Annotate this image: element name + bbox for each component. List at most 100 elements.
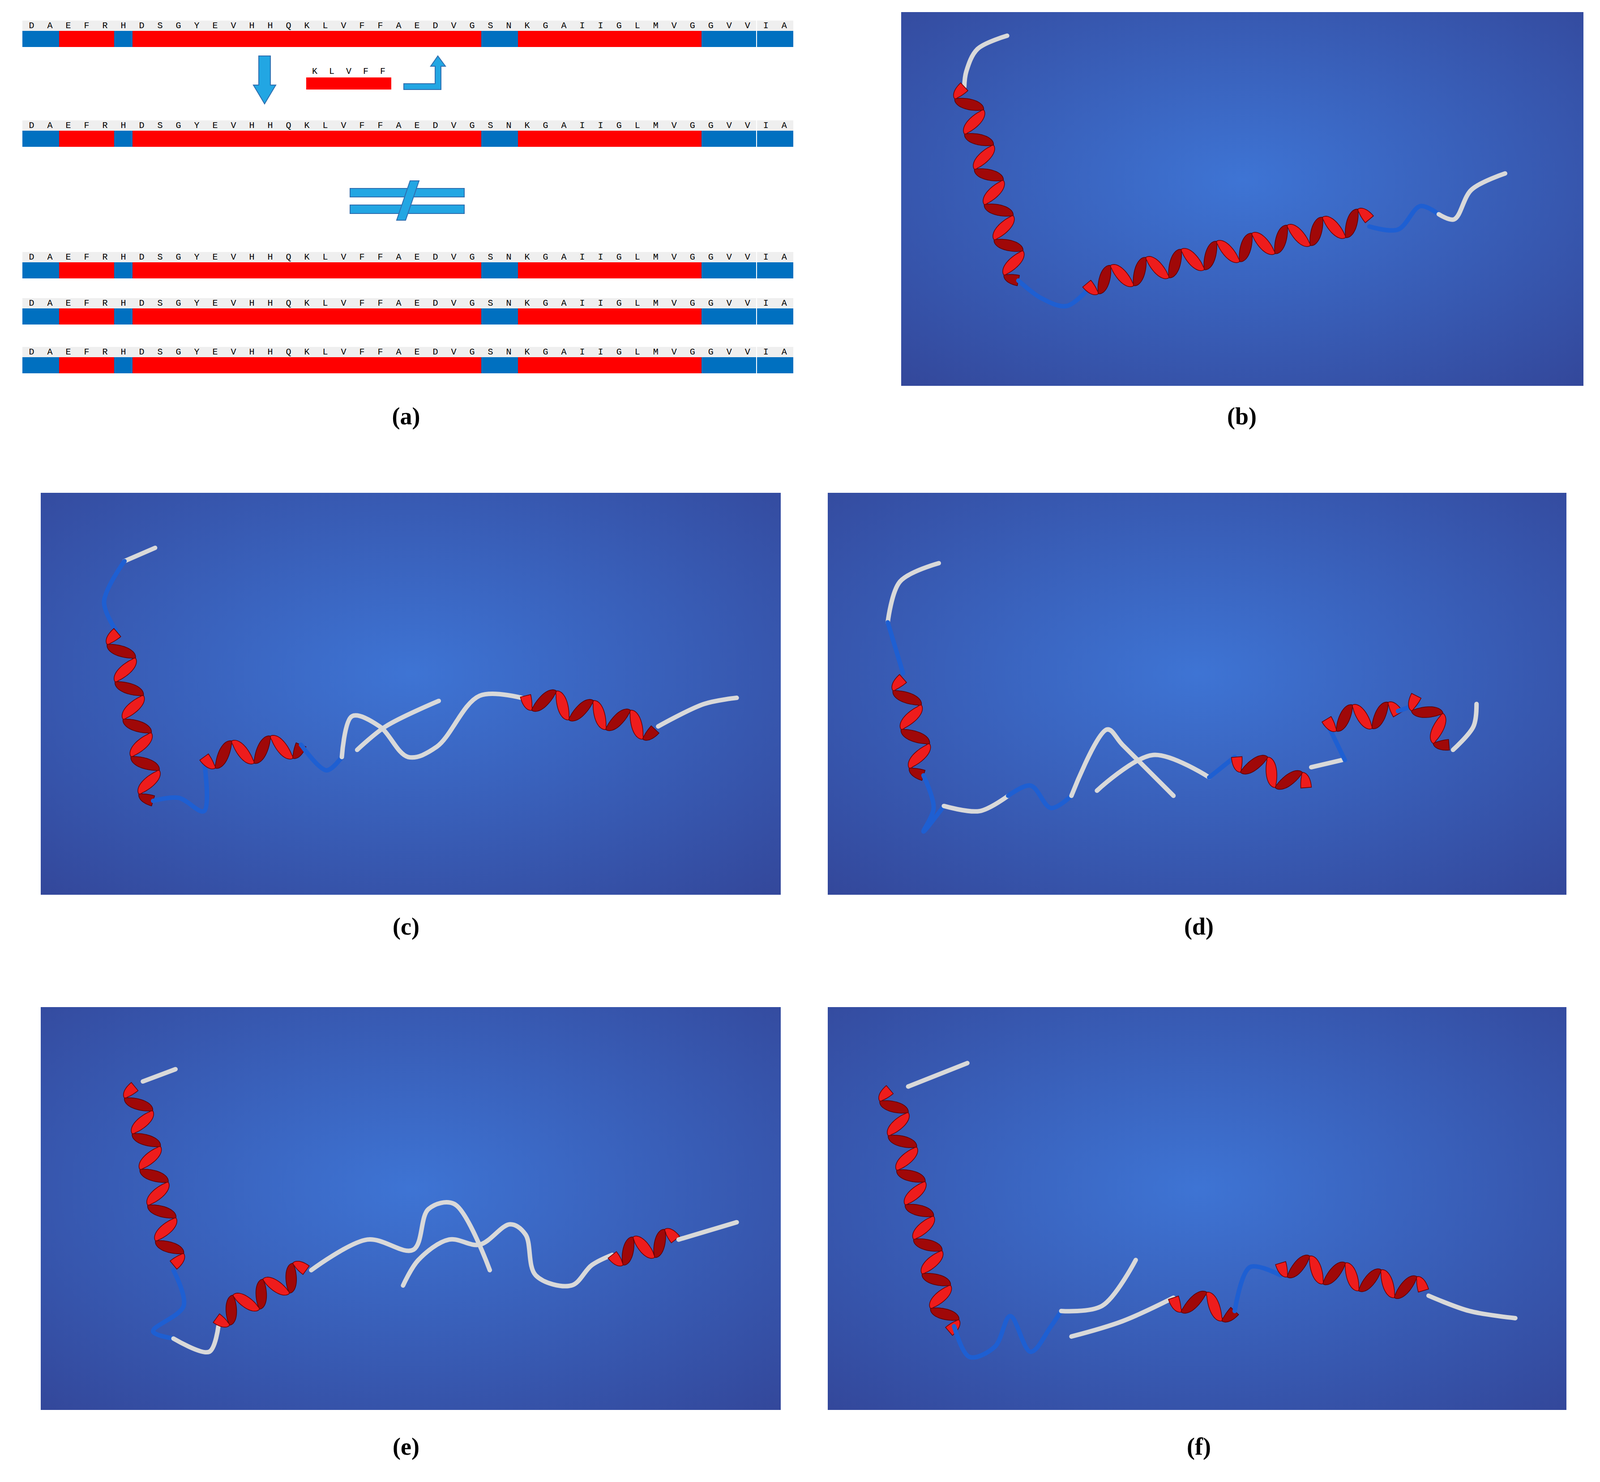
sequence-text: D A E F R H D S G Y E V H H Q K L V F F … bbox=[29, 252, 792, 263]
helix-front bbox=[1408, 693, 1421, 711]
protein-structure bbox=[953, 35, 1506, 307]
helix-front bbox=[973, 145, 995, 170]
coil-tube bbox=[142, 1069, 176, 1082]
region-band bbox=[132, 30, 482, 48]
helix-back bbox=[964, 133, 994, 146]
coil-tube bbox=[1071, 1297, 1174, 1337]
helix-back bbox=[1345, 209, 1359, 238]
helix-front bbox=[629, 710, 644, 740]
region-band bbox=[22, 308, 60, 325]
helix-front bbox=[1180, 248, 1205, 271]
coil-tube bbox=[300, 744, 342, 771]
peptide-label-holder: K L V F F bbox=[312, 66, 389, 77]
helix-front bbox=[1266, 757, 1277, 788]
sequence-text: D A E F R H D S G Y E V H H Q K L V F F … bbox=[29, 346, 792, 358]
sequence-panel bbox=[22, 20, 794, 374]
helix-back bbox=[954, 98, 984, 111]
coil-tube bbox=[153, 760, 207, 812]
helix-front bbox=[154, 1218, 177, 1242]
helix-front bbox=[1322, 216, 1346, 239]
region-band bbox=[114, 262, 133, 279]
helix-back bbox=[922, 1273, 951, 1287]
helix-back bbox=[1309, 217, 1324, 246]
helix-back bbox=[115, 681, 144, 697]
coil-tube bbox=[943, 795, 1009, 812]
panel-background bbox=[40, 1007, 781, 1411]
coil-tube bbox=[887, 622, 903, 674]
helix-back bbox=[1358, 1269, 1382, 1292]
helix-back bbox=[1240, 755, 1268, 775]
structure-panel bbox=[827, 492, 1567, 895]
helix-front bbox=[887, 1112, 910, 1137]
helix-front bbox=[1002, 250, 1025, 275]
helix-front bbox=[1416, 1276, 1429, 1293]
helix-front bbox=[904, 1181, 927, 1206]
region-band bbox=[701, 130, 794, 147]
region-band bbox=[517, 30, 702, 48]
region-band bbox=[481, 357, 518, 374]
helix-front bbox=[1216, 240, 1240, 263]
region-band bbox=[481, 30, 518, 48]
helix-back bbox=[1133, 257, 1147, 287]
region-band bbox=[114, 30, 133, 48]
coil-tube bbox=[1453, 704, 1477, 751]
panel-label-holder: (b) bbox=[1227, 402, 1257, 431]
helix-back bbox=[124, 1097, 154, 1112]
sequence-text: D A E F R H D S G Y E V H H Q K L V F F … bbox=[29, 20, 792, 31]
protein-structure bbox=[103, 547, 737, 812]
helix-front bbox=[106, 628, 121, 645]
helix-back bbox=[642, 726, 659, 741]
helix-back bbox=[653, 1229, 666, 1258]
helix-front bbox=[1206, 1292, 1223, 1322]
coil-tube bbox=[1234, 1266, 1281, 1312]
helix-front bbox=[232, 1293, 260, 1312]
coil-tube bbox=[153, 1270, 184, 1340]
helix-back bbox=[983, 204, 1014, 217]
coil-tube bbox=[678, 1222, 737, 1241]
region-band bbox=[517, 262, 702, 279]
helix-ribbon bbox=[878, 1085, 961, 1336]
helix-ribbon bbox=[891, 674, 931, 781]
helix-back bbox=[1371, 702, 1389, 730]
helix-front bbox=[912, 1216, 935, 1240]
helix-front bbox=[1352, 704, 1373, 730]
coil-tube bbox=[1369, 205, 1439, 231]
coil-tube bbox=[923, 775, 945, 832]
helix-front bbox=[520, 694, 533, 711]
helix-back bbox=[974, 168, 1004, 181]
structure-panel bbox=[40, 1007, 781, 1411]
helix-front bbox=[908, 744, 931, 769]
helix-front bbox=[1380, 1269, 1395, 1298]
coil-tube bbox=[1018, 280, 1087, 307]
coil-tube bbox=[1096, 755, 1210, 792]
helix-front bbox=[137, 770, 161, 795]
panel-label: (f) bbox=[1186, 1432, 1211, 1462]
coil-tube bbox=[1061, 1260, 1136, 1312]
helix-front bbox=[929, 1285, 952, 1309]
panel-label: (a) bbox=[392, 402, 421, 431]
helix-front bbox=[1300, 772, 1312, 789]
sequence-holder: D A E F R H D S G Y E V H H Q K L V F F … bbox=[29, 346, 792, 358]
helix-back bbox=[123, 718, 152, 734]
region-band bbox=[481, 130, 518, 147]
helix-back bbox=[106, 644, 136, 659]
letter-strip bbox=[22, 346, 794, 358]
region-band bbox=[22, 357, 60, 374]
structure-panel bbox=[827, 1007, 1567, 1411]
region-band bbox=[59, 308, 115, 325]
helix-front bbox=[592, 700, 607, 730]
helix-ribbon bbox=[199, 735, 306, 770]
down-arrow bbox=[253, 55, 276, 104]
helix-ribbon bbox=[520, 689, 659, 741]
helix-back bbox=[1287, 1255, 1310, 1279]
letter-strip bbox=[22, 20, 794, 31]
helix-back bbox=[1203, 241, 1218, 270]
helix-ribbon bbox=[1275, 1255, 1429, 1299]
helix-front bbox=[122, 695, 145, 720]
helix-ribbon bbox=[1168, 1291, 1239, 1322]
helix-front bbox=[138, 1146, 162, 1170]
region-band bbox=[701, 308, 794, 325]
region-band bbox=[132, 262, 482, 279]
